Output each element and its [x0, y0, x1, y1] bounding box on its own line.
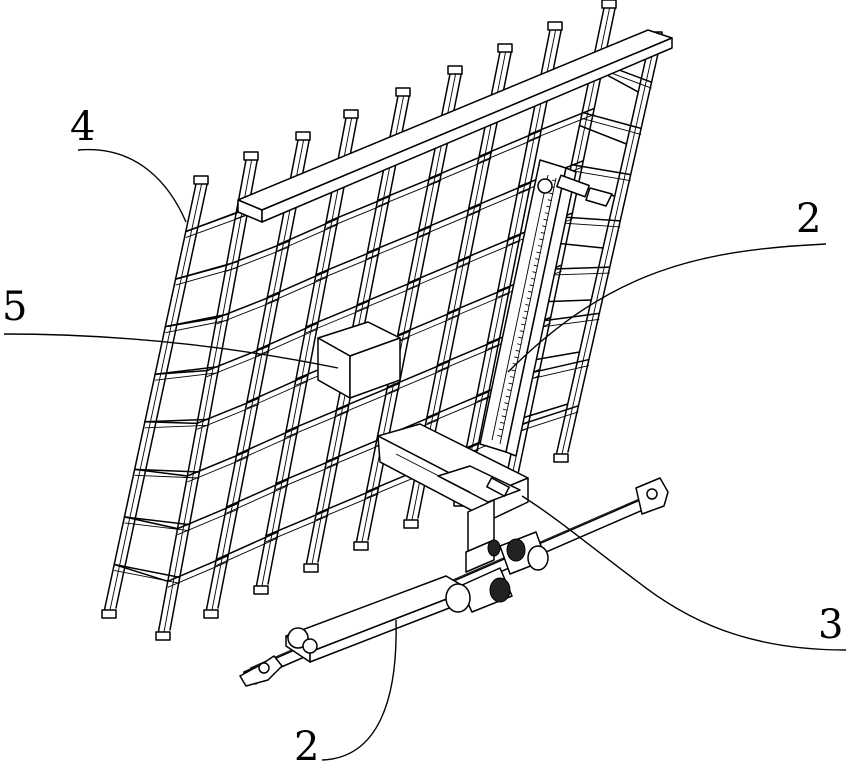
callout-label-2-rail: 2: [294, 724, 319, 768]
callout-label-4: 4: [70, 104, 95, 150]
drive-motors: [446, 532, 548, 612]
callout-rack: 4: [70, 104, 186, 222]
callout-carriage: 3: [522, 496, 846, 650]
callout-label-3: 3: [818, 602, 843, 648]
callout-label-2-column: 2: [796, 196, 821, 242]
callout-label-5: 5: [2, 284, 27, 330]
ground-rail: [240, 478, 668, 686]
storage-rack: [102, 0, 662, 640]
